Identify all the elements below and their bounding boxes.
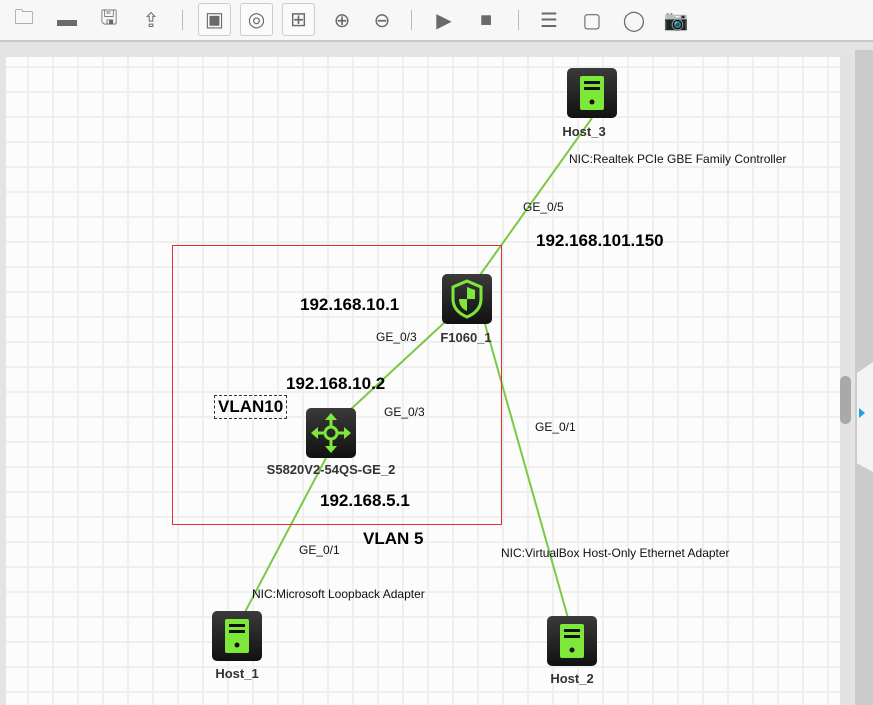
- port-label: GE_0/5: [523, 200, 564, 214]
- vertical-scrollbar[interactable]: [840, 57, 851, 705]
- grid-icon[interactable]: ⊞: [282, 3, 315, 36]
- switch-device[interactable]: [306, 408, 356, 458]
- ip-label[interactable]: 192.168.101.150: [536, 231, 664, 250]
- port-label: GE_0/3: [376, 330, 417, 344]
- host1-name: Host_1: [215, 666, 259, 681]
- ip-label[interactable]: 192.168.10.1: [300, 295, 400, 314]
- host2-name: Host_2: [550, 671, 594, 686]
- host2-nic-label: NIC:VirtualBox Host-Only Ethernet Adapte…: [501, 546, 730, 560]
- vlan5-label[interactable]: VLAN 5: [363, 529, 424, 548]
- open-folder-icon[interactable]: ▬: [57, 8, 77, 31]
- switch-name: S5820V2-54QS-GE_2: [266, 462, 396, 477]
- expand-arrow-icon[interactable]: [859, 408, 865, 418]
- topology-canvas[interactable]: [6, 57, 840, 705]
- host3-nic-label: NIC:Realtek PCIe GBE Family Controller: [569, 152, 787, 166]
- start-icon[interactable]: ▶: [436, 9, 452, 32]
- add-text-icon[interactable]: ☰: [540, 9, 558, 32]
- host3-device[interactable]: [567, 68, 617, 118]
- export-icon[interactable]: ⇪: [142, 9, 160, 32]
- toolbar: 🗀 ▬ 🖫 ⇪ ▣ ◎ ⊞ ⊕ ⊖ ▶ ■ ☰ ▢ ◯ 📷: [0, 0, 873, 42]
- host2-device[interactable]: [547, 616, 597, 666]
- scrollbar-thumb[interactable]: [840, 376, 851, 424]
- host-icon: [560, 624, 584, 658]
- port-label: GE_0/3: [384, 405, 425, 419]
- new-topology-icon[interactable]: 🗀: [14, 7, 34, 29]
- save-icon[interactable]: 🖫: [100, 7, 118, 29]
- link-fw-switch: [349, 321, 446, 411]
- port-label: GE_0/1: [299, 543, 340, 557]
- vlan5-area[interactable]: [172, 245, 502, 525]
- panel-expand-tab[interactable]: [857, 362, 873, 472]
- link-fw-host3: [479, 117, 593, 276]
- firewall-device[interactable]: [442, 274, 492, 324]
- ip-label[interactable]: 192.168.5.1: [320, 491, 410, 510]
- vlan10-label[interactable]: VLAN10: [214, 395, 288, 419]
- host-icon: [580, 76, 604, 110]
- show-interface-labels-icon[interactable]: ◎: [240, 3, 273, 36]
- zoom-in-icon[interactable]: ⊕: [333, 9, 351, 32]
- switch-arrows-icon: [311, 413, 351, 453]
- host1-device[interactable]: [212, 611, 262, 661]
- firewall-name: F1060_1: [440, 330, 492, 345]
- link-switch-host1: [244, 457, 327, 613]
- port-label: GE_0/1: [535, 420, 576, 434]
- add-rectangle-icon[interactable]: ▢: [582, 9, 602, 32]
- shield-icon: [451, 279, 483, 319]
- screenshot-icon[interactable]: 📷: [663, 9, 689, 32]
- right-side-panel: [855, 50, 873, 705]
- host3-name: Host_3: [562, 124, 606, 139]
- add-ellipse-icon[interactable]: ◯: [622, 9, 646, 32]
- show-device-labels-icon[interactable]: ▣: [198, 3, 231, 36]
- host1-nic-label: NIC:Microsoft Loopback Adapter: [252, 587, 425, 601]
- ip-label[interactable]: 192.168.10.2: [286, 374, 386, 393]
- zoom-out-icon[interactable]: ⊖: [373, 9, 391, 32]
- stop-icon[interactable]: ■: [479, 8, 493, 31]
- host-icon: [225, 619, 249, 653]
- link-fw-host2: [484, 323, 569, 619]
